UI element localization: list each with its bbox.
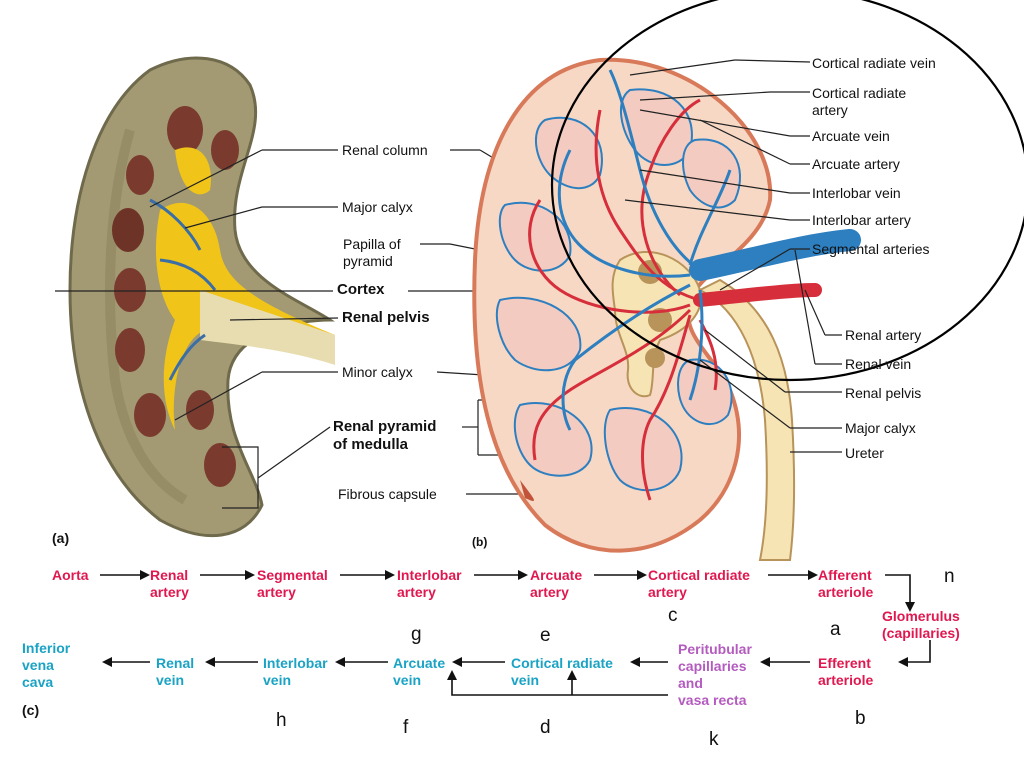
flow-segmental-line2: artery	[257, 584, 296, 600]
label-cortical-radiate-artery-line2: artery	[812, 102, 848, 118]
flow-interlobar-vein-line2: vein	[263, 672, 292, 688]
flow-segmental-line1: Segmental	[257, 567, 328, 583]
flow-efferent-line2: arteriole	[818, 672, 874, 688]
flow-renal-artery-line1: Renal	[150, 567, 189, 583]
letter-e: e	[540, 625, 551, 646]
flow-cortical-vein-line2: vein	[511, 672, 540, 688]
label-segmental-arteries: Segmental arteries	[812, 241, 930, 257]
flow-ivc-line2: vena	[22, 657, 54, 673]
flow-arrows	[100, 574, 931, 696]
label-renal-pelvis-b: Renal pelvis	[845, 385, 922, 401]
annotation-ellipse	[550, 0, 1024, 382]
label-arcuate-vein: Arcuate vein	[812, 128, 890, 144]
flow-arcuate-vein-line2: vein	[393, 672, 422, 688]
flow-arcuate-vein-line1: Arcuate	[393, 655, 446, 671]
flow-renal-vein-line2: vein	[156, 672, 185, 688]
label-minor-calyx: Minor calyx	[342, 364, 413, 380]
flow-cortical-artery-line2: artery	[648, 584, 687, 600]
letter-f: f	[403, 717, 409, 738]
label-renal-pyramid-line2: of medulla	[333, 436, 409, 453]
flow-ivc-line3: cava	[22, 674, 54, 690]
label-major-calyx-b: Major calyx	[845, 420, 916, 436]
letter-c: c	[668, 605, 678, 626]
flow-glomerulus-line1: Glomerulus	[882, 608, 960, 624]
letter-n: n	[944, 566, 955, 587]
letter-h: h	[276, 710, 287, 731]
label-cortex: Cortex	[337, 281, 385, 298]
flow-renal-artery-line2: artery	[150, 584, 189, 600]
flow-afferent-line1: Afferent	[818, 567, 872, 583]
flow-aorta: Aorta	[52, 567, 89, 583]
label-interlobar-artery: Interlobar artery	[812, 212, 911, 228]
label-interlobar-vein: Interlobar vein	[812, 185, 901, 201]
flow-arcuate-artery-line1: Arcuate	[530, 567, 583, 583]
flow-peritubular-line3: and	[678, 675, 703, 691]
label-renal-pyramid-line1: Renal pyramid	[333, 418, 437, 435]
letter-b: b	[855, 708, 866, 729]
panel-tag-b: (b)	[472, 535, 488, 549]
flow-afferent-line2: arteriole	[818, 584, 874, 600]
letter-k: k	[709, 729, 719, 750]
letter-g: g	[411, 624, 422, 645]
leader-lines-b	[624, 59, 842, 453]
panel-tag-c: (c)	[22, 702, 40, 718]
letter-a: a	[830, 619, 841, 640]
label-major-calyx-a: Major calyx	[342, 199, 413, 215]
label-cortical-radiate-artery-line1: Cortical radiate	[812, 85, 907, 101]
label-arcuate-artery: Arcuate artery	[812, 156, 900, 172]
label-renal-column: Renal column	[342, 142, 428, 158]
flow-peritubular-line4: vasa recta	[678, 692, 747, 708]
label-ureter: Ureter	[845, 445, 884, 461]
flow-interlobar-vein-line1: Interlobar	[263, 655, 328, 671]
label-renal-vein: Renal vein	[845, 356, 912, 372]
flow-efferent-line1: Efferent	[818, 655, 871, 671]
flow-peritubular-line1: Peritubular	[678, 641, 752, 657]
letter-d: d	[540, 717, 551, 738]
kidney-photo	[68, 56, 335, 538]
label-renal-artery: Renal artery	[845, 327, 922, 343]
label-papilla-line1: Papilla of	[343, 236, 401, 252]
flow-arcuate-artery-line2: artery	[530, 584, 569, 600]
kidney-illustration	[472, 57, 861, 561]
flow-peritubular-line2: capillaries	[678, 658, 747, 674]
flow-renal-vein-line1: Renal	[156, 655, 195, 671]
flow-cortical-artery-line1: Cortical radiate	[648, 567, 750, 583]
flow-glomerulus-line2: (capillaries)	[882, 625, 960, 641]
label-renal-pelvis-a: Renal pelvis	[342, 309, 430, 326]
label-cortical-radiate-vein: Cortical radiate vein	[812, 55, 936, 71]
flow-interlobar-artery-line1: Interlobar	[397, 567, 462, 583]
label-papilla-line2: pyramid	[343, 253, 393, 269]
flow-interlobar-artery-line2: artery	[397, 584, 436, 600]
flow-cortical-vein-line1: Cortical radiate	[511, 655, 613, 671]
flow-ivc-line1: Inferior	[22, 640, 71, 656]
flow-arrowheads	[102, 570, 915, 680]
label-fibrous-capsule: Fibrous capsule	[338, 486, 437, 502]
panel-tag-a: (a)	[52, 530, 70, 546]
